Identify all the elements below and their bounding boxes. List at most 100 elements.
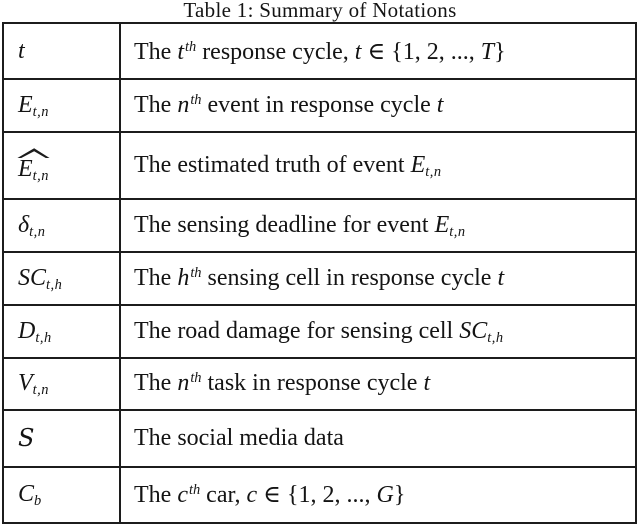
widehat-content: Et,n — [18, 156, 49, 185]
math-var: t — [497, 264, 505, 291]
symbol-cell: SCt,h — [2, 251, 121, 306]
math-var: G — [376, 482, 394, 509]
math-scr: S — [18, 423, 36, 452]
math-sup: th — [188, 482, 201, 499]
math-var: V — [18, 370, 33, 397]
table-body: t The tth response cycle, t ∈ {1, 2, ...… — [2, 21, 637, 525]
table-row: δt,n The sensing deadline for event Et,n — [2, 198, 637, 254]
symbol-cell: Et,n — [2, 78, 121, 134]
math-var: SC — [459, 317, 488, 344]
math-var: n — [177, 370, 190, 397]
math-sub: t,h — [46, 276, 63, 293]
symbol-math: t — [18, 38, 25, 64]
table-row: Cb The cth car, c ∈ {1, 2, ..., G} — [2, 465, 637, 525]
table-row: Et,n The nth event in response cycle t — [2, 78, 637, 134]
math-var: c — [177, 482, 188, 509]
table-row: SCt,h The hth sensing cell in response c… — [2, 251, 637, 306]
description-cell: The road damage for sensing cell SCt,h — [119, 303, 637, 359]
table-row: S The social media data — [2, 409, 637, 468]
table-row: t The tth response cycle, t ∈ {1, 2, ...… — [2, 21, 637, 81]
symbol-math: Cb — [18, 481, 42, 510]
symbol-cell: δt,n — [2, 198, 121, 254]
math-var: T — [480, 38, 495, 65]
math-var: t — [354, 38, 362, 65]
math-var: D — [18, 317, 36, 344]
table-row: Et,n The estimated truth of event Et,n — [2, 131, 637, 201]
description-cell: The cth car, c ∈ {1, 2, ..., G} — [119, 465, 637, 525]
description-text: The hth sensing cell in response cycle t — [134, 265, 504, 291]
symbol-math: S — [18, 423, 36, 452]
math-text: } — [393, 482, 406, 509]
math-text: The sensing deadline for event — [134, 212, 435, 239]
math-var: t — [177, 38, 184, 65]
math-sup: th — [184, 38, 197, 55]
math-text: event in response cycle — [201, 92, 437, 119]
math-sup: th — [190, 370, 202, 387]
description-cell: The estimated truth of event Et,n — [119, 131, 637, 201]
math-text: sensing cell in response cycle — [201, 264, 498, 291]
description-cell: The tth response cycle, t ∈ {1, 2, ..., … — [119, 21, 637, 81]
symbol-math: Et,n — [17, 148, 50, 183]
math-sub: b — [34, 493, 42, 510]
description-cell: The nth event in response cycle t — [119, 78, 637, 134]
math-var: SC — [18, 264, 47, 291]
math-sub: t,n — [32, 104, 49, 121]
math-text: The — [134, 92, 178, 119]
math-var: h — [177, 264, 190, 291]
math-text: } — [494, 38, 506, 65]
math-sub: t,n — [29, 224, 46, 241]
symbol-cell: S — [2, 409, 121, 468]
description-cell: The sensing deadline for event Et,n — [119, 198, 637, 254]
description-text: The sensing deadline for event Et,n — [134, 212, 466, 241]
math-var: c — [246, 482, 258, 509]
description-cell: The hth sensing cell in response cycle t — [119, 251, 637, 306]
math-text: The road damage for sensing cell — [134, 317, 460, 344]
math-text: ∈ {1, 2, ..., — [257, 482, 377, 509]
math-text: The estimated truth of event — [134, 152, 411, 179]
math-text: task in response cycle — [201, 370, 424, 397]
math-var: t — [423, 370, 431, 397]
symbol-math: δt,n — [18, 212, 46, 241]
math-var: E — [434, 212, 450, 239]
symbol-cell: Et,n — [2, 131, 121, 201]
symbol-math: Et,n — [18, 92, 49, 121]
math-sub: t,n — [449, 224, 466, 241]
math-sub: t,n — [32, 382, 49, 399]
description-text: The estimated truth of event Et,n — [134, 152, 442, 181]
math-sub: t,h — [35, 329, 52, 346]
description-text: The cth car, c ∈ {1, 2, ..., G} — [134, 482, 405, 508]
description-text: The nth event in response cycle t — [134, 92, 443, 118]
table-row: Vt,n The nth task in response cycle t — [2, 356, 637, 412]
table-caption: Table 1: Summary of Notations — [183, 0, 457, 22]
math-var: n — [177, 92, 190, 119]
description-text: The social media data — [134, 425, 344, 451]
math-text: ∈ {1, 2, ..., — [361, 38, 481, 65]
description-cell: The social media data — [119, 409, 637, 468]
table-row: Dt,h The road damage for sensing cell SC… — [2, 303, 637, 359]
description-text: The tth response cycle, t ∈ {1, 2, ..., … — [134, 39, 506, 65]
widehat-group: Et,n — [17, 148, 50, 185]
math-var: t — [436, 92, 444, 119]
math-text: The — [134, 264, 178, 291]
math-var: E — [18, 156, 33, 183]
math-var: t — [18, 37, 25, 64]
math-sup: th — [190, 265, 202, 282]
symbol-cell: Cb — [2, 465, 121, 525]
math-var: E — [410, 152, 426, 179]
math-text: The — [134, 370, 178, 397]
math-text: car, — [200, 482, 247, 509]
symbol-cell: t — [2, 21, 121, 81]
math-text: The — [134, 38, 178, 65]
symbol-cell: Dt,h — [2, 303, 121, 359]
math-sub: t,n — [425, 164, 442, 181]
symbol-math: Dt,h — [18, 317, 52, 346]
math-var: C — [18, 481, 35, 508]
symbol-math: SCt,h — [18, 264, 63, 293]
symbol-math: Vt,n — [18, 370, 49, 399]
math-sup: th — [190, 92, 202, 109]
math-var: δ — [18, 212, 30, 239]
notations-table: t The tth response cycle, t ∈ {1, 2, ...… — [2, 21, 637, 525]
math-sub: t,n — [32, 168, 49, 185]
description-text: The nth task in response cycle t — [134, 370, 430, 396]
description-cell: The nth task in response cycle t — [119, 356, 637, 412]
